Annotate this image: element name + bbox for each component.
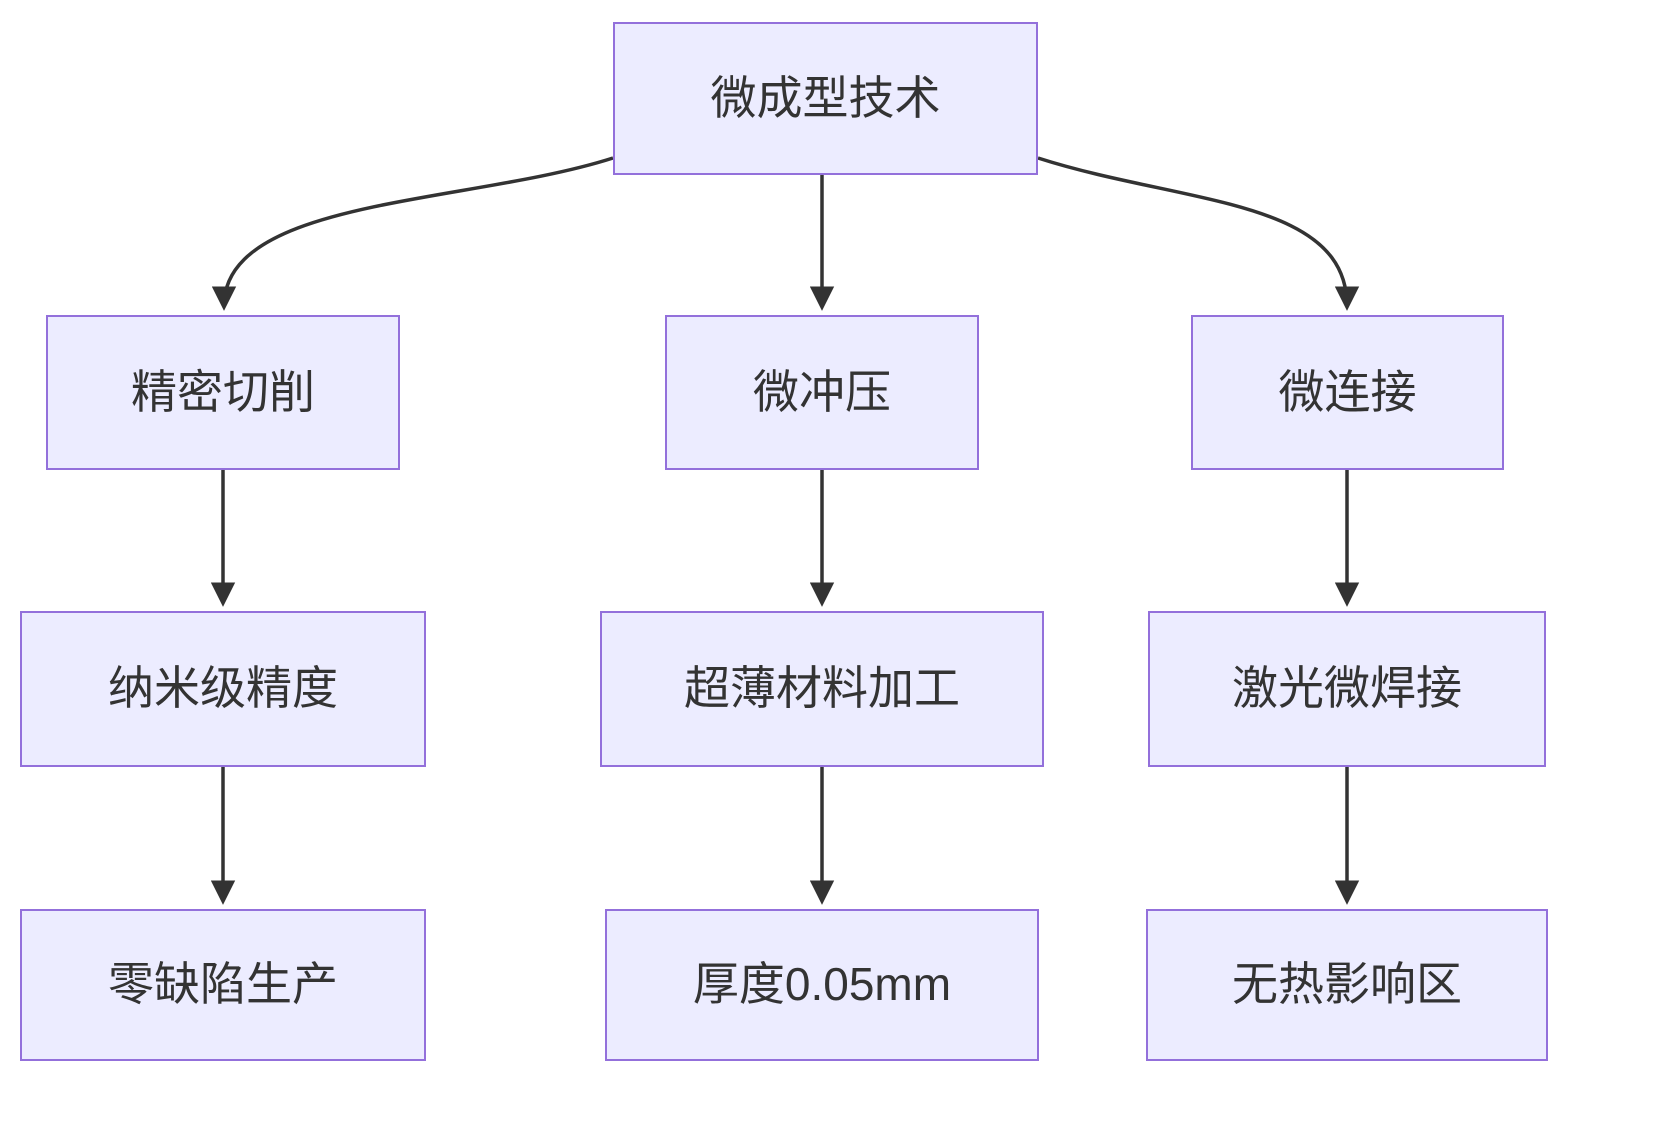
node-laser-micro-welding: 激光微焊接 bbox=[1148, 611, 1546, 767]
node-precision-cutting: 精密切削 bbox=[46, 315, 400, 470]
node-ultrathin-material-processing: 超薄材料加工 bbox=[600, 611, 1044, 767]
node-thickness-0-05mm: 厚度0.05mm bbox=[605, 909, 1039, 1061]
node-micro-stamping: 微冲压 bbox=[665, 315, 979, 470]
node-zero-defect-production: 零缺陷生产 bbox=[20, 909, 426, 1061]
node-micro-joining: 微连接 bbox=[1191, 315, 1504, 470]
node-nanometer-precision: 纳米级精度 bbox=[20, 611, 426, 767]
edge-root-to-micro-joining bbox=[1037, 156, 1360, 311]
node-no-heat-affected-zone: 无热影响区 bbox=[1146, 909, 1548, 1061]
node-root-micro-forming-technology: 微成型技术 bbox=[613, 22, 1038, 175]
edge-root-to-precision-cutting bbox=[211, 156, 614, 311]
